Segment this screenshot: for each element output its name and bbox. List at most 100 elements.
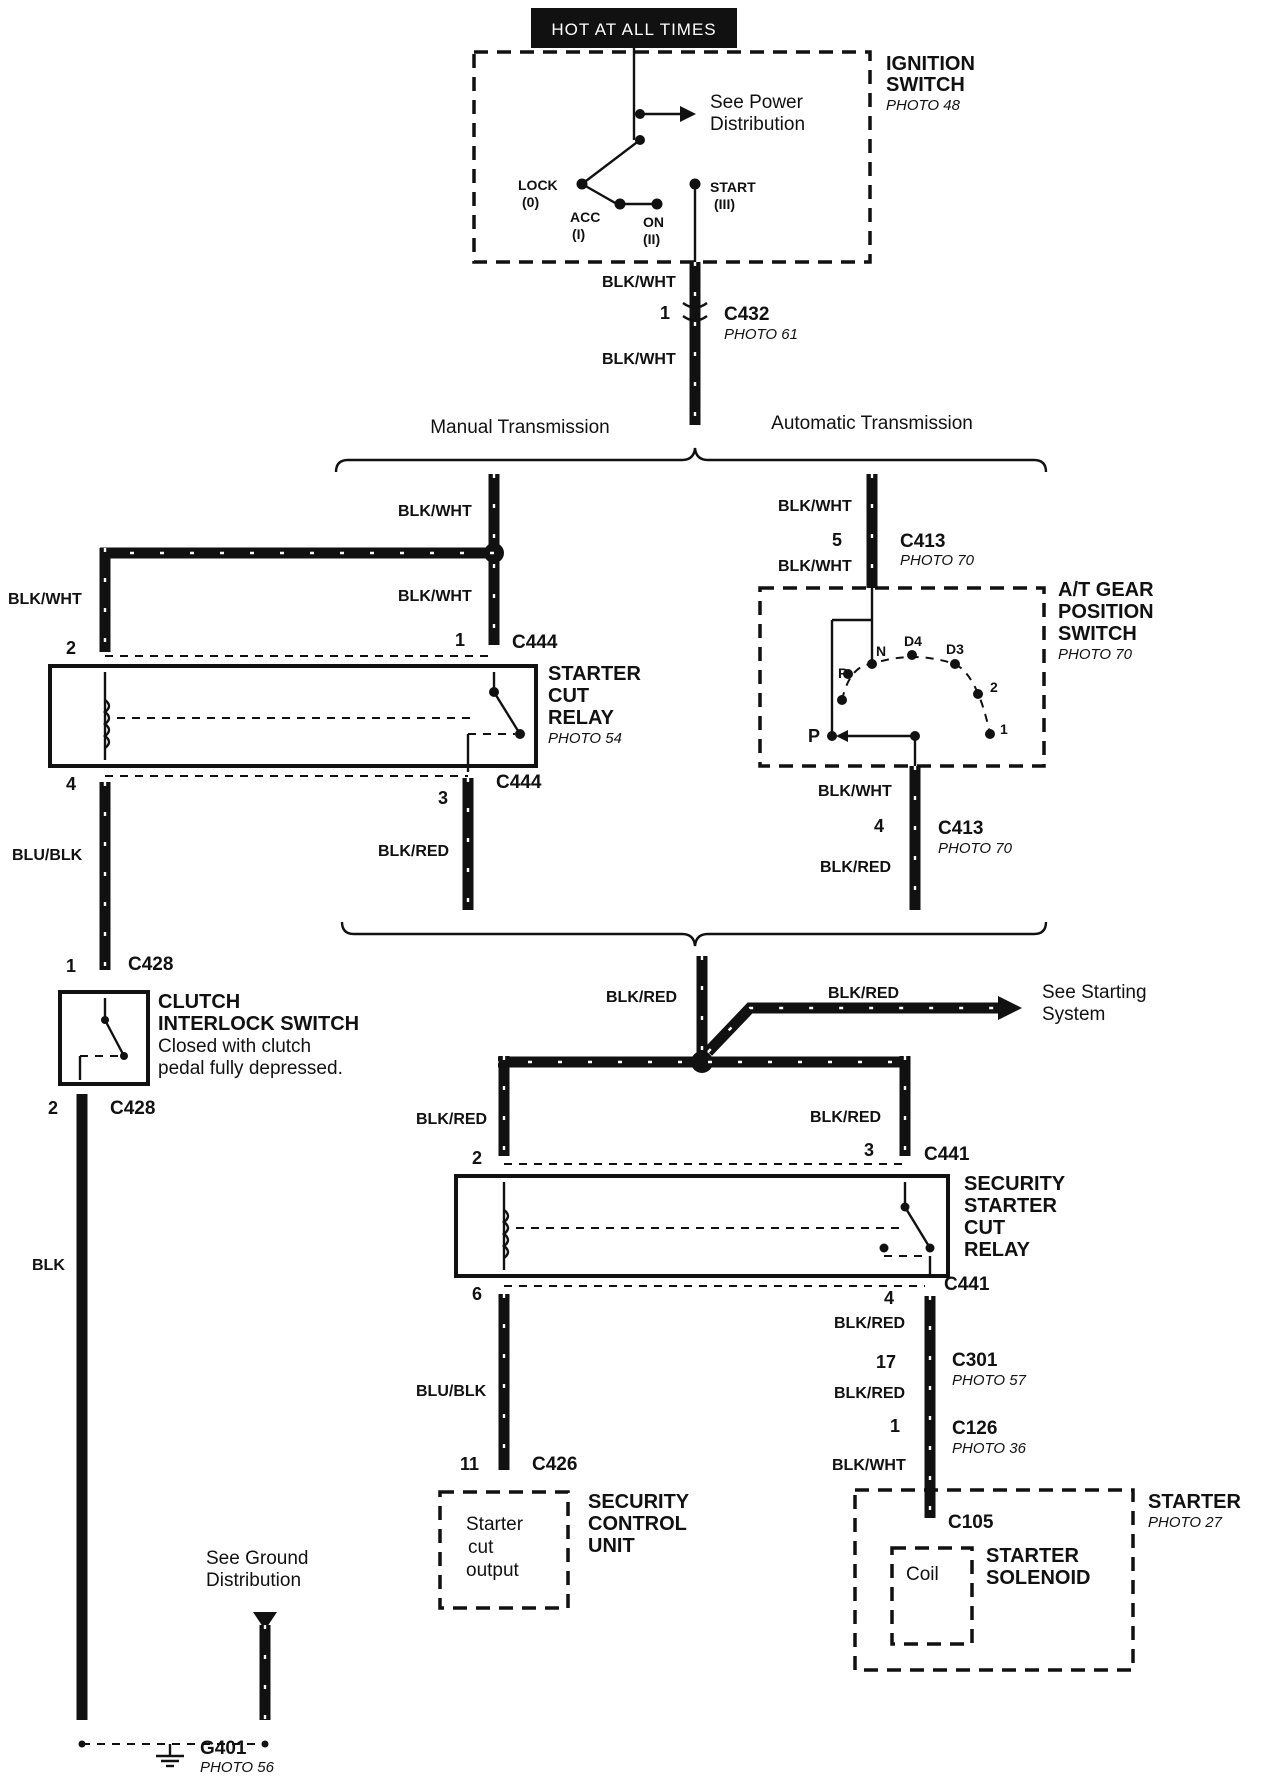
security-control-unit: [438, 1490, 570, 1610]
svg-text:D3: D3: [946, 641, 964, 657]
see-starting-system: See Starting: [1042, 982, 1147, 1003]
svg-text:BLK/RED: BLK/RED: [828, 985, 899, 1002]
svg-text:2: 2: [48, 1098, 58, 1118]
c444-bottom-label: C444: [496, 772, 542, 793]
c428-bottom-label: C428: [110, 1098, 155, 1119]
c428-top-label: C428: [128, 954, 173, 975]
clutch-switch-name: CLUTCH: [158, 991, 240, 1013]
c413-bottom-label: C413: [938, 818, 983, 839]
r-contact: [843, 669, 853, 679]
svg-text:1: 1: [66, 956, 76, 976]
ignition-switch-box: [472, 50, 872, 264]
c432-label: C432: [724, 304, 769, 325]
hot-label: HOT AT ALL TIMES: [551, 20, 716, 39]
svg-text:4: 4: [874, 816, 884, 836]
svg-text:BLK/WHT: BLK/WHT: [398, 588, 472, 605]
svg-text:5: 5: [832, 530, 842, 550]
svg-text:(II): (II): [643, 231, 660, 247]
svg-text:BLK/WHT: BLK/WHT: [398, 503, 472, 520]
svg-text:BLK/RED: BLK/RED: [416, 1111, 487, 1128]
svg-text:(I): (I): [572, 226, 585, 242]
svg-text:BLK/WHT: BLK/WHT: [602, 351, 676, 368]
svg-text:BLU/BLK: BLU/BLK: [12, 847, 83, 864]
svg-text:PHOTO 36: PHOTO 36: [952, 1440, 1027, 1457]
svg-text:System: System: [1042, 1004, 1105, 1025]
svg-text:(III): (III): [714, 196, 735, 212]
clutch-interlock-switch: [58, 990, 150, 1086]
arrow-starting-system-icon: [998, 996, 1022, 1020]
svg-text:UNIT: UNIT: [588, 1535, 635, 1557]
svg-text:BLK/WHT: BLK/WHT: [778, 558, 852, 575]
starter: [853, 1488, 1135, 1672]
starter-solenoid-name: STARTER: [986, 1545, 1080, 1567]
gear-switch-name: A/T GEAR: [1058, 579, 1154, 601]
svg-text:PHOTO 57: PHOTO 57: [952, 1372, 1027, 1389]
svg-text:PHOTO 70: PHOTO 70: [1058, 646, 1133, 663]
relay-contact-icon: [492, 691, 522, 735]
hot-at-all-times-banner: [531, 8, 737, 48]
on-label: ON: [643, 214, 664, 230]
svg-text:6: 6: [472, 1284, 482, 1304]
svg-text:PHOTO 61: PHOTO 61: [724, 326, 798, 343]
svg-text:SOLENOID: SOLENOID: [986, 1567, 1090, 1589]
c126-label: C126: [952, 1418, 997, 1439]
svg-text:pedal fully depressed.: pedal fully depressed.: [158, 1058, 343, 1079]
svg-text:2: 2: [472, 1148, 482, 1168]
see-power-distribution: See Power: [710, 92, 804, 113]
c444-top-label: C444: [512, 632, 558, 653]
p-contact: [827, 731, 837, 741]
svg-text:CUT: CUT: [548, 685, 589, 707]
svg-text:Starter: Starter: [466, 1514, 524, 1535]
starter-cut-relay: [48, 664, 538, 768]
svg-text:1: 1: [455, 630, 465, 650]
d3-contact: [950, 659, 960, 669]
c432-connector-icon: [682, 302, 708, 309]
ignition-photo: PHOTO 48: [886, 97, 961, 114]
svg-text:RELAY: RELAY: [548, 707, 615, 729]
svg-text:4: 4: [884, 1288, 894, 1308]
svg-text:BLK/WHT: BLK/WHT: [8, 591, 82, 608]
acc-label: ACC: [570, 209, 600, 225]
security-relay-name: SECURITY: [964, 1173, 1066, 1195]
svg-text:BLK/WHT: BLK/WHT: [778, 498, 852, 515]
svg-text:N: N: [876, 643, 886, 659]
on-contact: [651, 198, 663, 210]
automatic-transmission-label: Automatic Transmission: [771, 413, 973, 434]
g401-label: G401: [200, 1738, 247, 1759]
starter-coil: [890, 1546, 974, 1646]
lock-contact: [576, 178, 588, 190]
svg-text:CONTROL: CONTROL: [588, 1513, 687, 1535]
svg-text:BLK/RED: BLK/RED: [820, 859, 891, 876]
svg-text:Distribution: Distribution: [206, 1570, 301, 1591]
svg-text:11: 11: [460, 1454, 479, 1474]
d4-contact: [907, 650, 917, 660]
ignition-switch-name: IGNITION: [886, 53, 975, 75]
svg-text:2: 2: [990, 679, 998, 695]
svg-text:2: 2: [66, 638, 76, 658]
svg-text:PHOTO 27: PHOTO 27: [1148, 1514, 1223, 1531]
manual-transmission-label: Manual Transmission: [430, 417, 610, 438]
starter-cut-relay-name: STARTER: [548, 663, 642, 685]
svg-text:POSITION: POSITION: [1058, 601, 1154, 623]
security-starter-cut-relay: [454, 1174, 950, 1278]
svg-text:PHOTO 54: PHOTO 54: [548, 730, 622, 747]
svg-text:output: output: [466, 1560, 520, 1581]
security-control-unit-name: SECURITY: [588, 1491, 690, 1513]
c441-top-label: C441: [924, 1144, 970, 1165]
lower-bracket: [340, 921, 1048, 947]
c105-label: C105: [948, 1512, 994, 1533]
svg-text:R: R: [838, 665, 848, 681]
two-contact: [973, 689, 983, 699]
svg-text:PHOTO 56: PHOTO 56: [200, 1759, 275, 1776]
svg-text:BLK/RED: BLK/RED: [606, 989, 677, 1006]
svg-text:(0): (0): [522, 194, 539, 210]
starter-name: STARTER: [1148, 1491, 1242, 1513]
acc-contact: [614, 198, 626, 210]
c426-label: C426: [532, 1454, 577, 1475]
svg-text:BLU/BLK: BLU/BLK: [416, 1383, 487, 1400]
svg-text:CUT: CUT: [964, 1217, 1005, 1239]
c301-label: C301: [952, 1350, 998, 1371]
svg-text:BLK/RED: BLK/RED: [834, 1385, 905, 1402]
arrow-right-icon: [680, 106, 696, 122]
